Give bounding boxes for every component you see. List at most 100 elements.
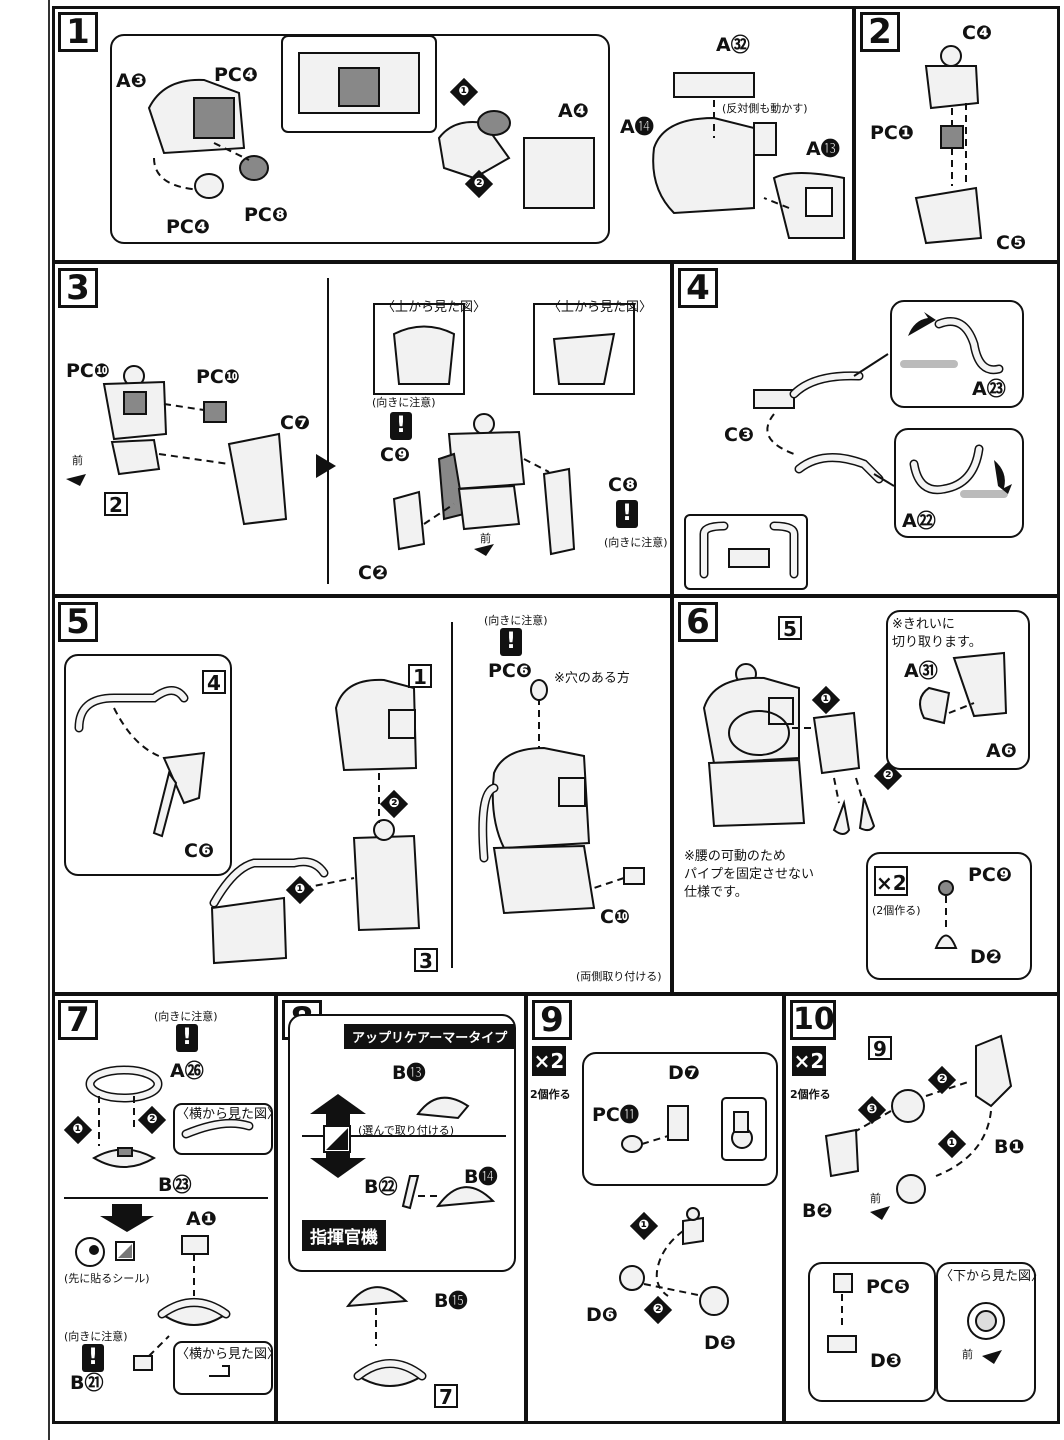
part-label-c3: C❸	[724, 424, 755, 446]
pipe-bubble-top	[890, 300, 1024, 408]
ref-box-step-1: 1	[408, 664, 432, 688]
cut-cleanly-note: ※きれいに 切り取ります。	[892, 617, 982, 650]
make-two-note: 2個作る	[530, 1088, 571, 1101]
step-8-diagram	[302, 1094, 506, 1387]
step-number: 1	[58, 12, 98, 52]
step-6-diagram	[702, 651, 1008, 949]
order-marker-1: ❶	[285, 875, 315, 905]
step-3-panel: 3 PC❿ PC❿ C❼ C❾ C❷ C❽ 〈上から見た図〉 〈上から見た図〉 …	[52, 262, 672, 596]
page-left-margin	[0, 0, 50, 1440]
order-marker-1: ❶	[937, 1129, 967, 1159]
order-marker-1: ❶	[449, 77, 479, 107]
part-label-c2: C❷	[358, 562, 389, 584]
pipe-subassembly-bubble	[64, 654, 232, 876]
step-4-diagram	[699, 312, 1012, 579]
commander-banner: 指揮官機	[302, 1220, 386, 1251]
part-label-a32: A㉜	[716, 34, 750, 56]
step-3-diagram	[66, 278, 635, 584]
front-label: 前	[72, 454, 83, 467]
part-label-pc4-bottom: PC❹	[166, 216, 210, 238]
caution-icon: !	[176, 1024, 198, 1052]
part-label-pc5: PC❺	[866, 1276, 910, 1298]
order-marker-2: ❷	[643, 1295, 673, 1325]
step-2-diagram	[914, 45, 983, 245]
front-label: 前	[962, 1348, 973, 1361]
side-view-caption: 〈横から見た図〉	[176, 1347, 281, 1362]
step-2-panel: 2 C❹ PC❶ C❺	[854, 6, 1060, 262]
applique-armor-banner: アップリケアーマータイプ	[344, 1024, 516, 1049]
part-label-b15: B⓯	[434, 1290, 468, 1312]
caution-note: (向きに注意)	[154, 1010, 218, 1023]
part-label-c7: C❼	[280, 412, 311, 434]
caution-note: (向きに注意)	[484, 614, 548, 627]
part-label-c10: C❿	[600, 906, 631, 928]
order-marker-1: ❶	[811, 685, 841, 715]
part-label-pc11: PC⓫	[592, 1104, 639, 1126]
part-label-d6: D❻	[586, 1304, 618, 1326]
part-label-a14: A⓮	[620, 116, 654, 138]
top-view-caption-1: 〈上から見た図〉	[382, 300, 487, 315]
step-5-diagram	[74, 622, 645, 968]
part-label-a22: A㉒	[902, 510, 936, 532]
part-label-d3: D❸	[870, 1350, 902, 1372]
part-label-b13: B⓭	[392, 1062, 426, 1084]
step-9-diagram	[619, 1097, 767, 1316]
caution-note-c9: (向きに注意)	[372, 396, 436, 409]
step-number: 5	[58, 602, 98, 642]
step-number: 3	[58, 268, 98, 308]
part-label-b23: B㉓	[158, 1174, 192, 1196]
part-label-a4: A❹	[558, 100, 589, 122]
step-9-panel: 9 ×2 2個作る D❼ PC⓫ D❻ D❺ ❶ ❷	[526, 994, 784, 1424]
caution-icon: !	[616, 500, 638, 528]
side-view-caption: 〈横から見た図〉	[176, 1107, 281, 1122]
hole-side-note: ※穴のある方	[554, 671, 630, 686]
ref-box-step-2: 2	[104, 492, 128, 516]
part-label-c8: C❽	[608, 474, 639, 496]
part-label-b21: B㉑	[70, 1372, 104, 1394]
pc5-bubble	[808, 1262, 936, 1402]
part-label-pc1: PC❶	[870, 122, 914, 144]
ref-box-step-5: 5	[778, 616, 802, 640]
make-two-note: 2個作る	[790, 1088, 831, 1101]
order-marker-2: ❷	[927, 1065, 957, 1095]
top-view-caption-2: 〈上から見た図〉	[548, 300, 653, 315]
move-other-side-note: (反対側も動かす)	[722, 102, 808, 115]
step-8-panel: 8 アップリケアーマータイプ 指揮官機 B⓭ B㉒ B⓮ B⓯ (選んで取り付け…	[276, 994, 526, 1424]
part-label-a26: A㉖	[170, 1060, 204, 1082]
step-10-panel: 10 ×2 2個作る 9 B❶ B❷ PC❺ D❸ 前 前 〈下から見た図〉 ❶…	[784, 994, 1060, 1424]
front-label: 前	[870, 1192, 881, 1205]
step-10-diagram	[824, 1034, 1013, 1364]
part-label-d7: D❼	[668, 1062, 700, 1084]
part-label-c4: C❹	[962, 22, 993, 44]
caution-note: (向きに注意)	[64, 1330, 128, 1343]
choose-attach-note: (選んで取り付ける)	[358, 1124, 455, 1137]
caution-icon: !	[500, 628, 522, 656]
ref-box-step-9: 9	[868, 1036, 892, 1060]
front-label: 前	[480, 532, 491, 545]
part-label-d5: D❺	[704, 1332, 736, 1354]
order-marker-1: ❶	[629, 1211, 659, 1241]
step-number: 4	[678, 268, 718, 308]
part-label-d2: D❷	[970, 946, 1002, 968]
part-label-pc4-top: PC❹	[214, 64, 258, 86]
ref-box-step-7: 7	[434, 1384, 458, 1408]
part-label-b22: B㉒	[364, 1176, 398, 1198]
bottom-view-caption: 〈下から見た図〉	[940, 1269, 1045, 1284]
part-label-pc10-right: PC❿	[196, 366, 240, 388]
part-label-c5: C❺	[996, 232, 1027, 254]
part-label-b1: B❶	[994, 1136, 1025, 1158]
step-1-panel: 1 A❸ PC❹ PC❹ PC❽ A❹ A㉜ A⓮ A⓭ (反対側も動かす) ❶…	[52, 6, 854, 262]
part-label-pc10-left: PC❿	[66, 360, 110, 382]
step-number: 10	[790, 1000, 836, 1040]
part-label-a3: A❸	[116, 70, 147, 92]
step-6-panel: 6 5 ※きれいに 切り取ります。 A㉛ A❻ PC❾ D❷ ×2 (2個作る)…	[672, 596, 1060, 994]
order-marker-3: ❸	[857, 1095, 887, 1125]
caution-icon: !	[390, 412, 412, 440]
part-label-pc6: PC❻	[488, 660, 532, 682]
part-label-pc9: PC❾	[968, 864, 1012, 886]
quantity-badge: ×2	[792, 1046, 826, 1076]
step-7-panel: 7 (向きに注意) ! A㉖ B㉓ A❶ B㉑ 〈横から見た図〉 〈横から見た図…	[52, 994, 280, 1424]
part-label-a6: A❻	[986, 740, 1017, 762]
sticker-first-note: (先に貼るシール)	[64, 1272, 150, 1285]
make-two-note: (2個作る)	[872, 904, 921, 917]
